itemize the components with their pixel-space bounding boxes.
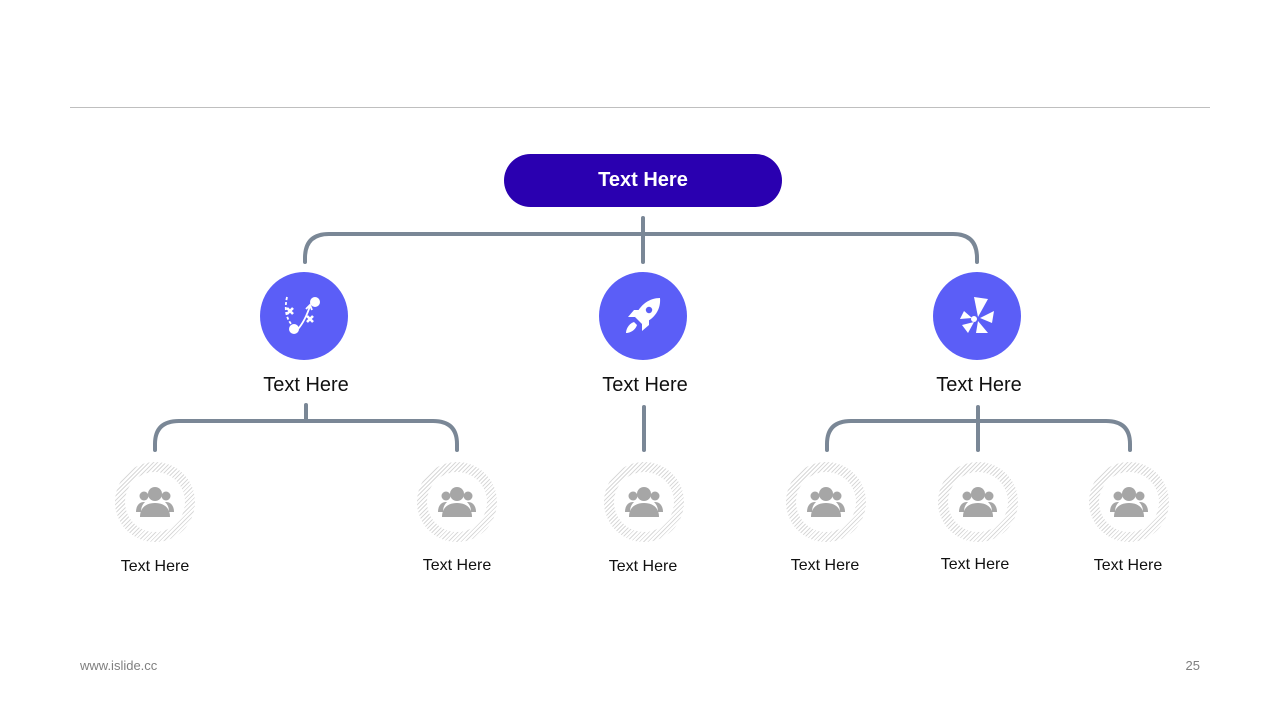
branch-label-1: Text Here — [263, 374, 349, 396]
user-group-icon — [625, 487, 663, 517]
rocket-icon — [626, 298, 661, 333]
user-group-icon — [959, 487, 997, 517]
leaf-label-2: Text Here — [422, 557, 492, 574]
leaf-node-1 — [115, 462, 195, 542]
pinwheel-icon — [960, 297, 994, 333]
root-label: Text Here — [598, 169, 688, 191]
leaf-label-5: Text Here — [940, 556, 1010, 573]
leaf-label-6: Text Here — [1093, 557, 1163, 574]
user-group-icon — [438, 487, 476, 517]
leaf-node-6 — [1089, 462, 1169, 542]
leaf-node-5 — [938, 462, 1018, 542]
branch-node-2 — [599, 272, 687, 360]
strategy-play-icon — [284, 296, 320, 334]
branch-label-2: Text Here — [602, 374, 688, 396]
connector-branch1-children — [153, 419, 459, 452]
branch-label-3: Text Here — [936, 374, 1022, 396]
branch-node-1 — [260, 272, 348, 360]
footer-url[interactable]: www.islide.cc — [80, 658, 158, 673]
user-group-icon — [1110, 487, 1148, 517]
top-divider — [70, 107, 1210, 108]
root-node: Text Here — [504, 154, 782, 207]
leaf-label-3: Text Here — [608, 558, 678, 575]
user-group-icon — [807, 487, 845, 517]
page-number: 25 — [1185, 658, 1200, 673]
branch-node-3 — [933, 272, 1021, 360]
leaf-label-1: Text Here — [120, 558, 190, 575]
leaf-label-4: Text Here — [790, 557, 860, 574]
leaf-node-4 — [786, 462, 866, 542]
user-group-icon — [136, 487, 174, 517]
leaf-node-2 — [417, 462, 497, 542]
leaf-node-3 — [604, 462, 684, 542]
